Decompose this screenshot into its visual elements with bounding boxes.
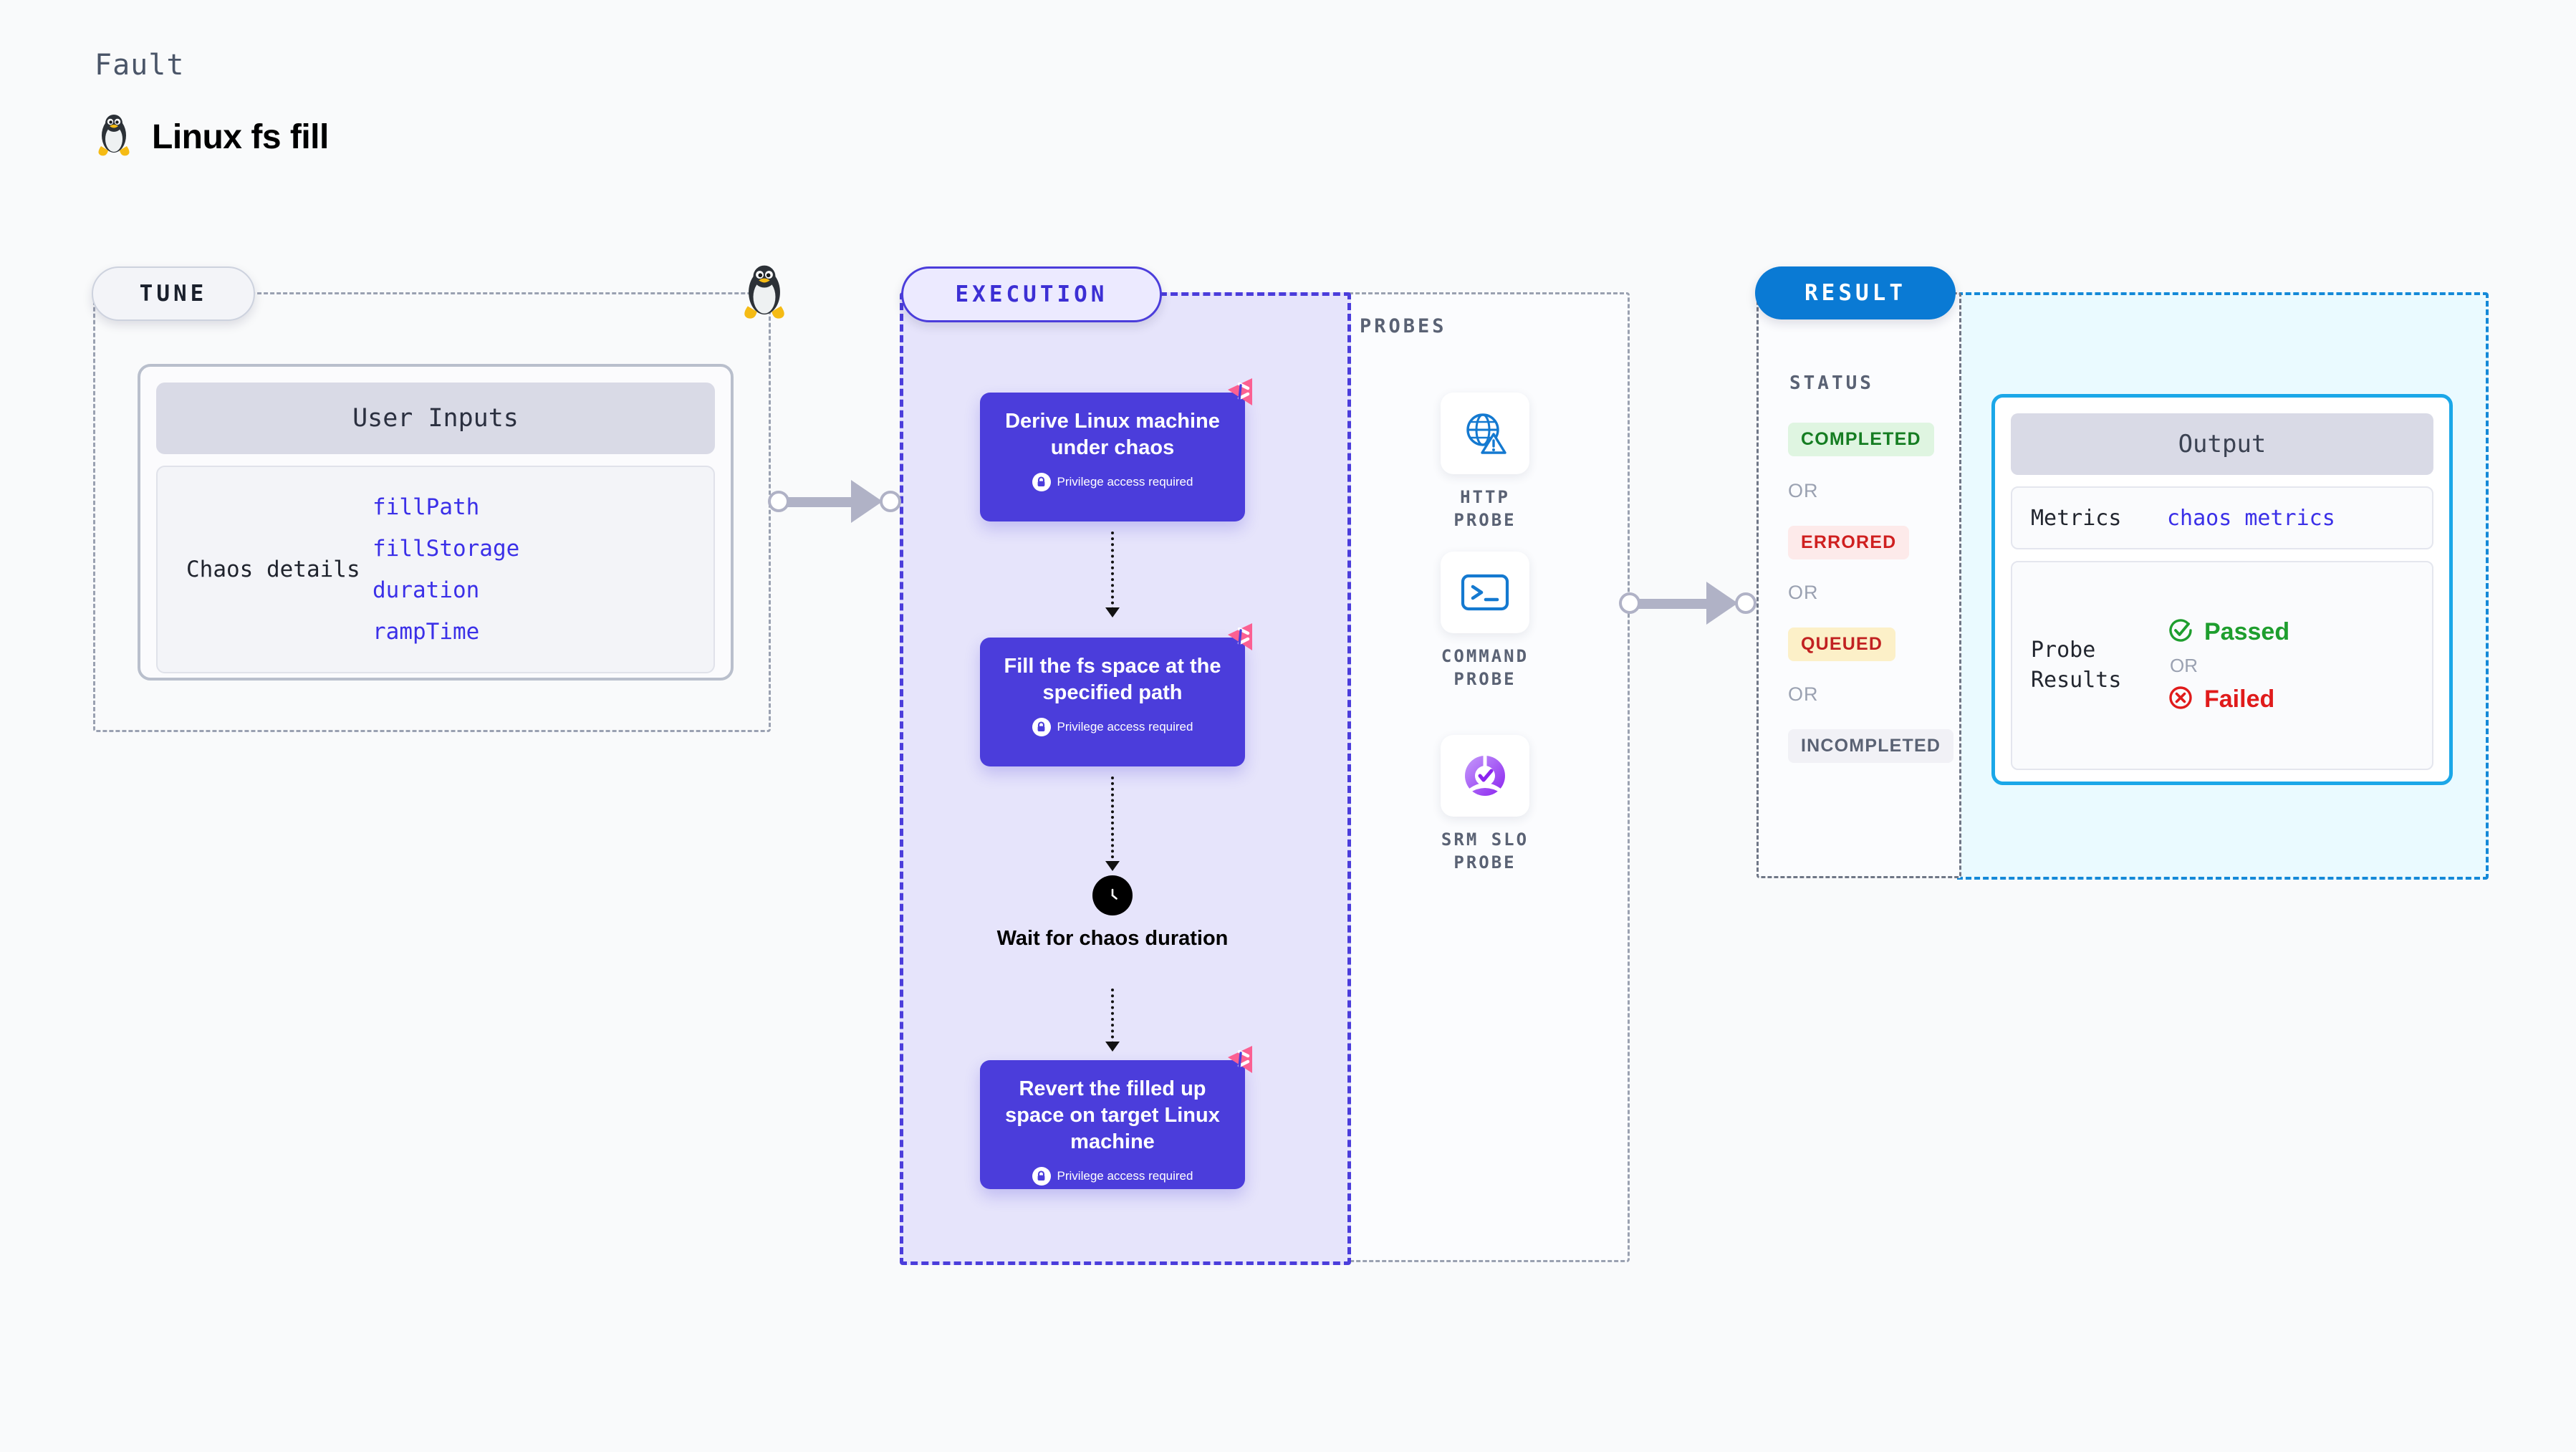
execution-step-1-title: Derive Linux machine under chaos: [1005, 410, 1220, 460]
execution-step-3-privilege-text: Privilege access required: [1057, 1169, 1193, 1183]
page-header: Fault Linux fs fill: [95, 49, 329, 161]
execution-step-2-privilege: Privilege access required: [993, 718, 1232, 737]
harness-logo-icon: [1224, 622, 1258, 653]
lock-icon: [1032, 1167, 1051, 1186]
status-label: STATUS: [1789, 372, 1874, 394]
execution-step-1[interactable]: Derive Linux machine under chaos Privile…: [980, 378, 1252, 521]
execution-step-3-privilege: Privilege access required: [993, 1167, 1232, 1186]
output-card: Output Metrics chaos metrics Probe Resul…: [1991, 394, 2453, 785]
user-inputs-card: User Inputs Chaos details fillPath fillS…: [138, 364, 734, 681]
probe-passed-label: Passed: [2204, 617, 2290, 645]
clock-icon: [1092, 875, 1133, 915]
probes-section-label: PROBES: [1360, 315, 1447, 337]
param-duration[interactable]: duration: [373, 577, 480, 603]
fault-label: Fault: [95, 49, 185, 82]
output-header: Output: [2011, 413, 2433, 475]
x-circle-icon: [2167, 684, 2194, 715]
status-or-1: OR: [1788, 480, 1819, 501]
page-title: Linux fs fill: [152, 118, 329, 156]
status-badge-completed: COMPLETED: [1788, 423, 1934, 456]
probe-srm-slo[interactable]: SRM SLO PROBE: [1426, 735, 1544, 875]
linux-penguin-icon: [95, 113, 133, 161]
probe-results-row: Probe Results Passed OR: [2011, 561, 2433, 770]
probe-failed-label: Failed: [2204, 685, 2275, 713]
execution-step-3-title: Revert the filled up space on target Lin…: [1005, 1077, 1220, 1154]
metrics-value[interactable]: chaos metrics: [2167, 505, 2335, 531]
status-badge-errored: ERRORED: [1788, 526, 1910, 559]
tune-stage-pill[interactable]: TUNE: [92, 266, 255, 321]
probe-http[interactable]: HTTP PROBE: [1426, 393, 1544, 532]
status-or-2: OR: [1788, 582, 1819, 603]
execution-stage-pill[interactable]: EXECUTION: [901, 266, 1162, 322]
lock-icon: [1032, 473, 1051, 492]
probe-command-label: COMMAND PROBE: [1441, 646, 1529, 690]
result-status-panel: [1756, 292, 1961, 878]
connector-probes-to-result: [1618, 582, 1761, 625]
probe-srm-label: SRM SLO PROBE: [1441, 830, 1529, 873]
status-badge-queued: QUEUED: [1788, 628, 1896, 661]
execution-step-1-privilege: Privilege access required: [993, 473, 1232, 492]
chaos-params-list: fillPath fillStorage duration rampTime: [373, 494, 519, 645]
metrics-row: Metrics chaos metrics: [2011, 486, 2433, 549]
chaos-details-label: Chaos details: [186, 557, 360, 582]
user-inputs-header: User Inputs: [156, 383, 715, 454]
probe-results-values: Passed OR Failed: [2167, 617, 2289, 715]
slo-check-icon: [1441, 735, 1529, 817]
harness-logo-icon: [1224, 1044, 1258, 1076]
probe-command[interactable]: COMMAND PROBE: [1426, 552, 1544, 691]
tune-panel: [93, 292, 771, 732]
wait-for-chaos-duration: Wait for chaos duration: [980, 875, 1245, 953]
param-fill-path[interactable]: fillPath: [373, 494, 480, 520]
execution-step-1-privilege-text: Privilege access required: [1057, 475, 1193, 489]
param-ramp-time[interactable]: rampTime: [373, 619, 480, 645]
globe-warning-icon: [1441, 393, 1529, 474]
terminal-prompt-icon: [1441, 552, 1529, 633]
probe-http-label: HTTP PROBE: [1453, 487, 1517, 531]
lock-icon: [1032, 718, 1051, 737]
linux-penguin-icon: [738, 264, 791, 321]
wait-label: Wait for chaos duration: [996, 927, 1229, 950]
result-stage-pill[interactable]: RESULT: [1755, 266, 1956, 319]
probe-results-label: Probe Results: [2031, 638, 2122, 693]
probe-result-passed: Passed: [2167, 617, 2289, 648]
check-circle-icon: [2167, 617, 2194, 648]
fault-title-row: Linux fs fill: [95, 113, 329, 161]
metrics-label: Metrics: [2031, 505, 2122, 531]
chaos-details-row: Chaos details fillPath fillStorage durat…: [156, 466, 715, 673]
execution-step-2-privilege-text: Privilege access required: [1057, 720, 1193, 734]
status-badge-incompleted: INCOMPLETED: [1788, 729, 1954, 763]
execution-step-2-title: Fill the fs space at the specified path: [1004, 655, 1221, 705]
harness-logo-icon: [1224, 377, 1258, 408]
flow-arrow-3: [1105, 989, 1120, 1052]
param-fill-storage[interactable]: fillStorage: [373, 536, 520, 562]
connector-tune-to-execution: [766, 480, 904, 523]
probe-result-or: OR: [2170, 654, 2198, 676]
flow-arrow-2: [1105, 777, 1120, 871]
execution-step-3[interactable]: Revert the filled up space on target Lin…: [980, 1046, 1252, 1189]
execution-step-2[interactable]: Fill the fs space at the specified path …: [980, 623, 1252, 766]
status-or-3: OR: [1788, 683, 1819, 705]
flow-arrow-1: [1105, 532, 1120, 617]
probe-result-failed: Failed: [2167, 684, 2289, 715]
